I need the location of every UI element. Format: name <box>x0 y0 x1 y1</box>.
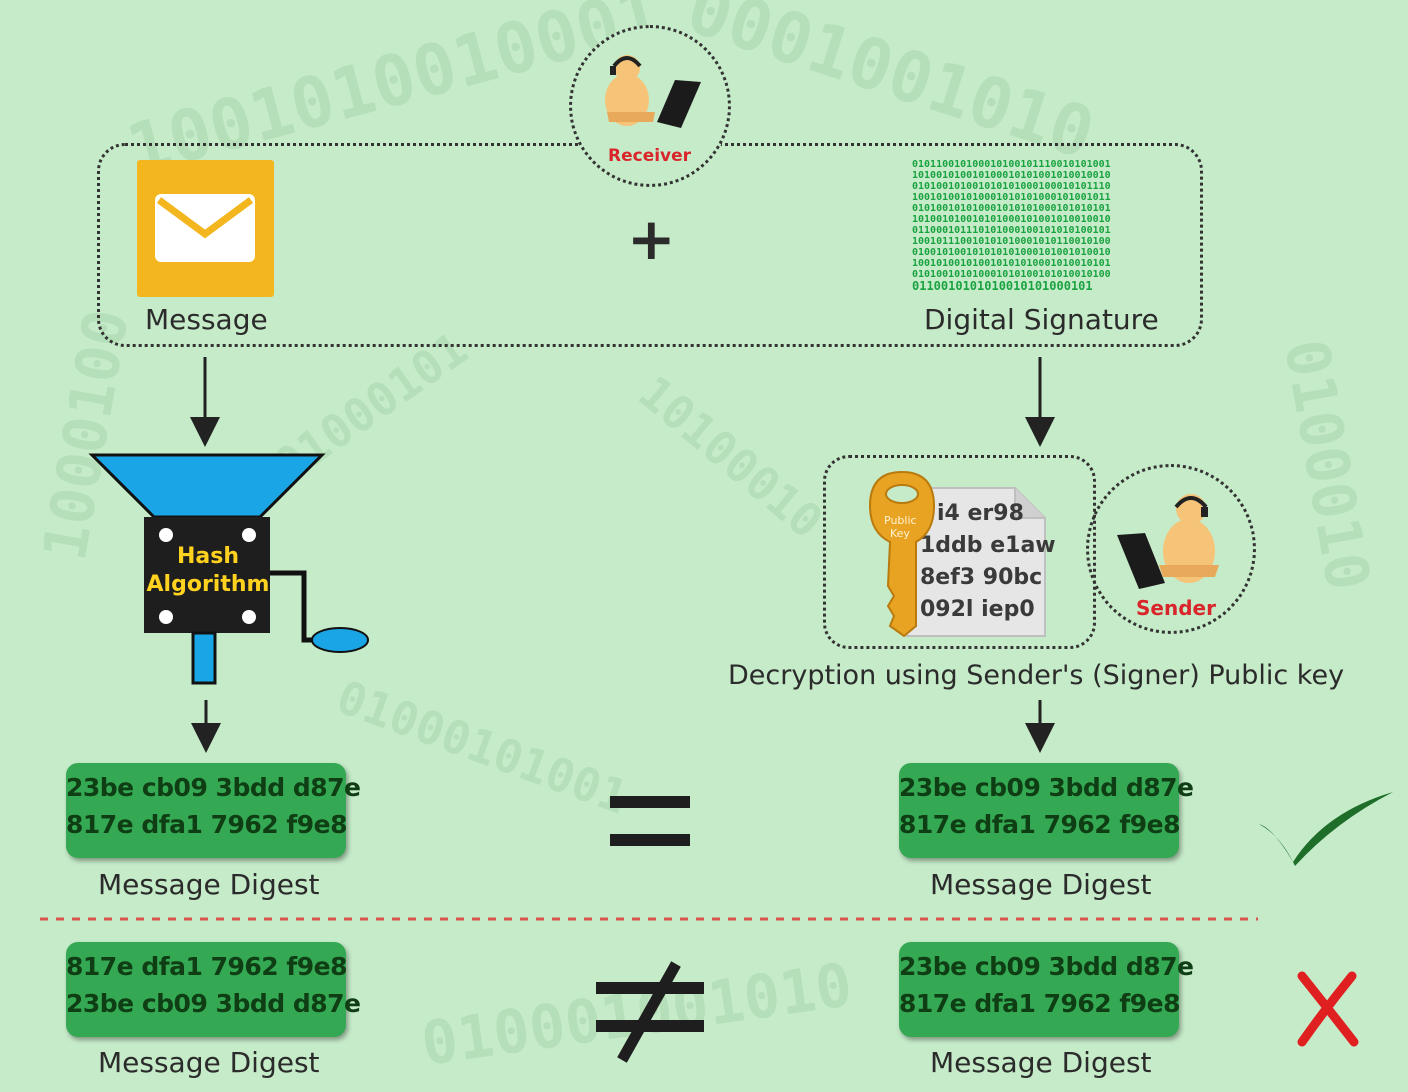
equal-row-right-caption: Message Digest <box>930 868 1152 901</box>
cross-icon <box>1297 971 1359 1047</box>
digest-line-1: 23be cb09 3bdd d87e <box>899 773 1194 802</box>
digital-signature-label: Digital Signature <box>924 303 1159 336</box>
sender-circle <box>1086 464 1256 634</box>
svg-text:010100101010001010100101010010: 010100101010001010100101010010100 <box>912 269 1111 280</box>
not-equal-sign <box>596 961 704 1063</box>
hash-label-line2: Algorithm <box>146 572 270 597</box>
message-label: Message <box>145 303 268 336</box>
document-icon <box>906 487 1046 637</box>
digest-line-1: 817e dfa1 7962 f9e8 <box>66 952 348 981</box>
digest-line-1: 23be cb09 3bdd d87e <box>66 773 361 802</box>
envelope-icon <box>137 160 274 297</box>
unequal-row-right-caption: Message Digest <box>930 1046 1152 1079</box>
public-key-tag-line1: Public <box>884 514 917 527</box>
sender-person-icon <box>1117 494 1219 589</box>
decryption-line-4: 092l iep0 <box>920 597 1035 622</box>
svg-text:100101001010001010101000101001: 100101001010001010101000101001011 <box>912 192 1111 203</box>
equal-row-left-caption: Message Digest <box>98 868 320 901</box>
svg-text:010010100101010101000101001010: 010010100101010101000101001010010 <box>912 247 1111 258</box>
unequal-row-left-caption: Message Digest <box>98 1046 320 1079</box>
hash-label-line1: Hash <box>176 544 239 569</box>
digest-line-2: 817e dfa1 7962 f9e8 <box>899 989 1181 1018</box>
svg-text:100101110010101010001010110010: 100101110010101010001010110010100 <box>912 236 1111 247</box>
digital-signature-binary-block: 010110010100010100101110010101001 101001… <box>912 159 1111 293</box>
receiver-circle <box>569 25 731 187</box>
decryption-caption: Decryption using Sender's (Signer) Publi… <box>728 660 1345 691</box>
digest-line-2: 817e dfa1 7962 f9e8 <box>66 810 348 839</box>
public-key-tag-line2: Key <box>890 527 910 540</box>
receiver-person-icon <box>605 55 701 128</box>
equal-row-right-digest: 23be cb09 3bdd d87e 817e dfa1 7962 f9e8 <box>899 763 1194 858</box>
public-key-icon <box>868 470 936 638</box>
svg-text:100101001010010101010001010010: 100101001010010101010001010010101 <box>912 258 1111 269</box>
unequal-row-right-digest: 23be cb09 3bdd d87e 817e dfa1 7962 f9e8 <box>899 942 1194 1037</box>
sender-label: Sender <box>1136 596 1216 620</box>
svg-text:010110010100010100101110010101: 010110010100010100101110010101001 <box>912 159 1111 170</box>
equals-sign <box>610 796 690 846</box>
decryption-line-3: 8ef3 90bc <box>920 565 1043 590</box>
unequal-row-left-digest: 817e dfa1 7962 f9e8 23be cb09 3bdd d87e <box>66 942 361 1037</box>
svg-text:101001010010100010101001010010: 101001010010100010101001010010010 <box>912 170 1111 181</box>
digest-line-2: 817e dfa1 7962 f9e8 <box>899 810 1181 839</box>
digest-line-2: 23be cb09 3bdd d87e <box>66 989 361 1018</box>
svg-text:0110010101010010101000101: 0110010101010010101000101 <box>912 279 1093 293</box>
svg-text:010100101001010101000100010101: 010100101001010101000100010101110 <box>912 181 1111 192</box>
plus-sign: + <box>627 205 676 273</box>
decryption-line-2: 1ddb e1aw <box>920 533 1056 558</box>
svg-text:011000101110101000100101010100: 011000101110101000100101010100101 <box>912 225 1111 236</box>
decryption-line-1: i4 er98 <box>937 501 1024 526</box>
svg-text:010100101010001010101000101010: 010100101010001010101000101010101 <box>912 203 1111 214</box>
equal-row-left-digest: 23be cb09 3bdd d87e 817e dfa1 7962 f9e8 <box>66 763 361 858</box>
digest-line-1: 23be cb09 3bdd d87e <box>899 952 1194 981</box>
hash-machine-icon <box>88 453 369 685</box>
checkmark-icon <box>1259 792 1393 866</box>
svg-text:101001010010101000101001010010: 101001010010101000101001010010010 <box>912 214 1111 225</box>
receiver-label: Receiver <box>608 146 692 166</box>
